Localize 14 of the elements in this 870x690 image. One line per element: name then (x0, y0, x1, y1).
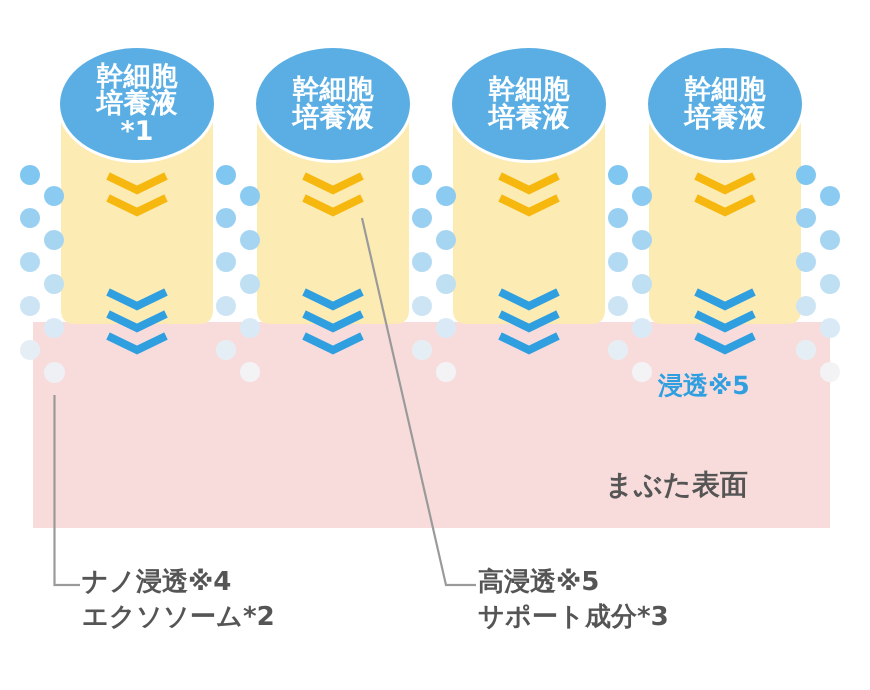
leader-line (360, 218, 476, 586)
badge-label: 幹細胞培養液*1 (96, 62, 178, 146)
badge-label: 幹細胞培養液 (488, 76, 570, 132)
callout-label: 高浸透※5 (478, 566, 600, 599)
skin-band (33, 322, 830, 528)
callout-label: サポート成分*3 (478, 601, 669, 634)
particle-dot (44, 362, 65, 383)
badge-label: 幹細胞培養液 (292, 76, 374, 132)
penetration-label: 浸透※5 (658, 370, 750, 402)
badge-label: 幹細胞培養液 (684, 76, 766, 132)
callout-label: エクソソーム*2 (82, 601, 275, 634)
surface-label: まぶた表面 (605, 467, 748, 503)
leader-line (53, 395, 80, 586)
callout-label: ナノ浸透※4 (82, 566, 232, 599)
